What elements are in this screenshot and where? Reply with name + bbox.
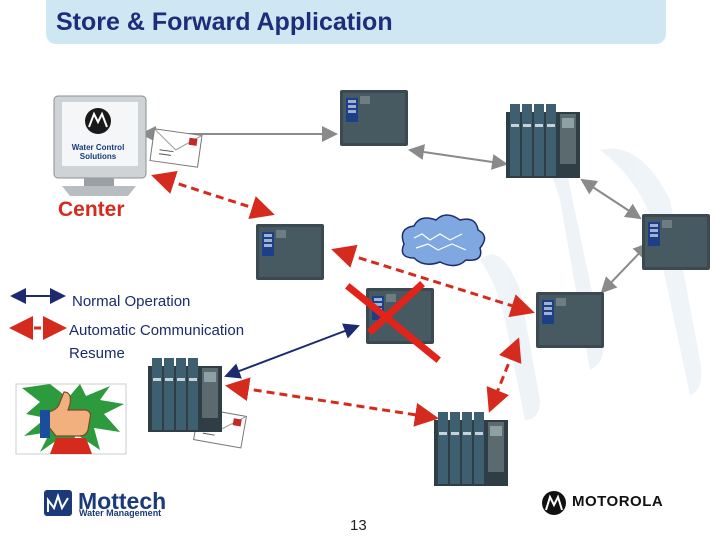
resume-links bbox=[151, 171, 535, 427]
normal-operation-line bbox=[224, 323, 360, 379]
rtu-unit-icon bbox=[642, 214, 710, 270]
svg-text:Water Control: Water Control bbox=[72, 143, 125, 152]
rtu-rack-icon bbox=[434, 412, 508, 486]
legend-normal-label: Normal Operation bbox=[72, 293, 191, 310]
envelope-icon bbox=[149, 128, 203, 168]
page-title: Store & Forward Application bbox=[56, 8, 393, 36]
motorola-computer-icon: Water Control Solutions bbox=[53, 95, 147, 196]
rtu-rack-icon bbox=[148, 358, 222, 432]
rtu-unit-icon bbox=[256, 224, 324, 280]
center-label: Center bbox=[58, 198, 125, 221]
title-bar: Store & Forward Application bbox=[46, 0, 666, 44]
motorola-logo-name: MOTOROLA bbox=[572, 493, 664, 510]
thumbs-up-icon bbox=[15, 383, 127, 455]
rtu-unit-icon bbox=[340, 90, 408, 146]
mottech-logo-name: Mottech bbox=[78, 488, 167, 514]
page-number: 13 bbox=[350, 517, 367, 534]
mottech-logo-tagline: Water Management bbox=[79, 508, 162, 518]
legend-resume-line1: Automatic Communication bbox=[69, 322, 245, 339]
legend-resume-line2: Resume bbox=[69, 345, 125, 362]
motorola-logo-icon bbox=[542, 491, 566, 515]
rtu-unit-icon bbox=[366, 288, 434, 344]
mottech-logo-icon bbox=[44, 490, 72, 516]
radio-cloud-icon bbox=[401, 214, 486, 267]
rtu-rack-icon bbox=[506, 104, 580, 178]
red-x-icon bbox=[345, 281, 441, 363]
svg-text:Solutions: Solutions bbox=[80, 152, 117, 161]
rtu-unit-icon bbox=[536, 292, 604, 348]
legend-resume-label: Automatic Communication Resume bbox=[69, 319, 269, 365]
